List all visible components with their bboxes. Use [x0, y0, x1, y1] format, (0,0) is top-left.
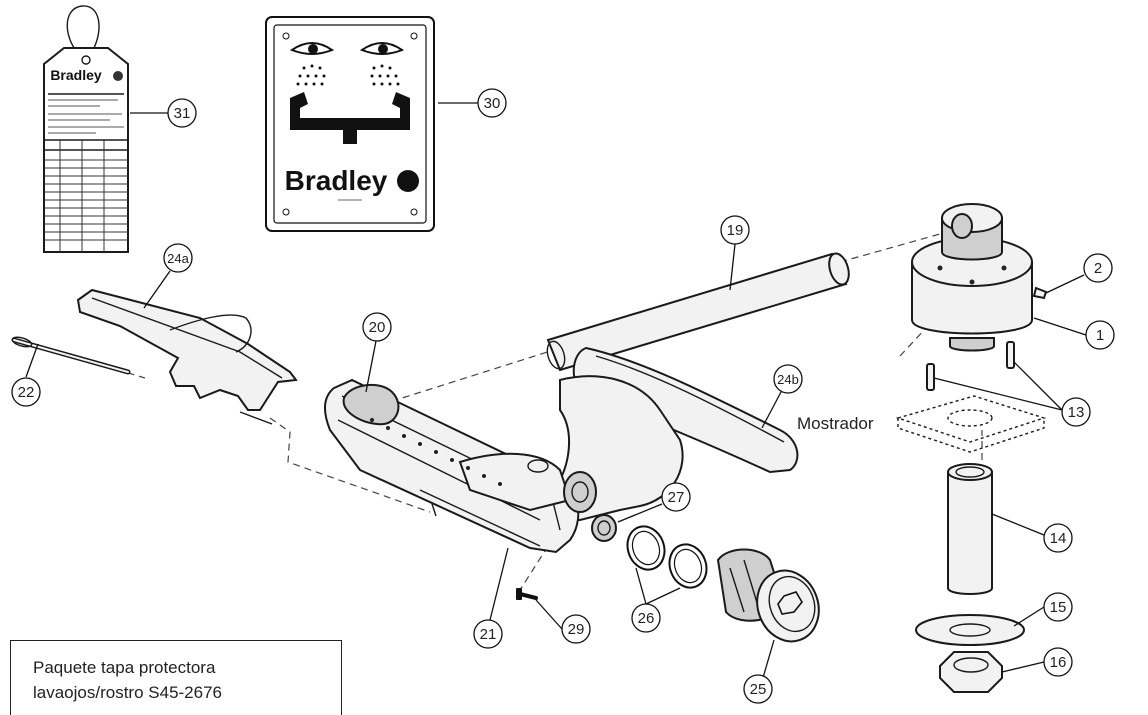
callout-15: 15: [1043, 592, 1073, 622]
callout-bubbles: 31 30 24a 22 20 19 2 1 24b 13 27 14 21 2…: [11, 88, 1115, 704]
svg-text:30: 30: [484, 95, 501, 112]
callout-26: 26: [631, 603, 661, 633]
svg-text:1: 1: [1096, 327, 1104, 344]
callout-21: 21: [473, 619, 503, 649]
inspection-tag: Bradley: [43, 5, 129, 253]
callout-29: 29: [561, 614, 591, 644]
callout-22: 22: [11, 377, 41, 407]
svg-text:22: 22: [18, 384, 35, 401]
callout-14: 14: [1043, 523, 1073, 553]
svg-text:2: 2: [1094, 260, 1102, 277]
callout-20: 20: [362, 312, 392, 342]
svg-text:26: 26: [638, 610, 655, 627]
svg-text:31: 31: [174, 105, 191, 122]
kit-note-line-1: Paquete tapa protectora: [33, 658, 216, 677]
supply-pipe-19: [546, 252, 850, 372]
tag-brand-logo: Bradley: [50, 67, 102, 83]
swivel-valve-body-1: [911, 203, 1048, 352]
callout-30: 30: [477, 88, 507, 118]
counter-top: [895, 395, 1047, 453]
callout-31: 31: [167, 98, 197, 128]
eyewash-sign: Bradley: [265, 16, 435, 232]
callout-16: 16: [1043, 647, 1073, 677]
svg-text:14: 14: [1050, 530, 1067, 547]
screw-29: [516, 588, 538, 600]
callout-19: 19: [720, 215, 750, 245]
svg-text:16: 16: [1050, 654, 1067, 671]
callout-1: 1: [1085, 320, 1115, 350]
callout-25: 25: [743, 674, 773, 704]
threaded-shank-14: [947, 463, 993, 595]
callout-24b: 24b: [773, 364, 803, 394]
counter-label: Mostrador: [797, 414, 874, 433]
callout-2: 2: [1083, 253, 1113, 283]
callout-13: 13: [1061, 397, 1091, 427]
svg-text:15: 15: [1050, 599, 1067, 616]
svg-text:24b: 24b: [777, 372, 799, 387]
callout-leaders: [25, 102, 1087, 689]
eyewash-head-assembly: [324, 346, 799, 554]
spray-shield-24a: [76, 288, 298, 425]
svg-text:29: 29: [568, 621, 585, 638]
hex-nut-16: [939, 651, 1003, 693]
washer-15: [915, 614, 1025, 646]
callout-27: 27: [661, 482, 691, 512]
flow-control-cap-25: [716, 548, 820, 643]
svg-text:21: 21: [480, 626, 497, 643]
kit-note-box: Paquete tapa protectora lavaojos/rostro …: [10, 640, 342, 715]
svg-text:25: 25: [750, 681, 767, 698]
kit-note-line-2: lavaojos/rostro S45-2676: [33, 683, 223, 702]
pivot-pin-22: [11, 336, 131, 375]
callout-24a: 24a: [163, 243, 193, 273]
svg-text:19: 19: [727, 222, 744, 239]
spacer-27: [591, 514, 617, 542]
svg-text:13: 13: [1068, 404, 1085, 421]
sign-brand-logo: Bradley: [285, 165, 388, 196]
o-rings-26: [626, 525, 708, 589]
svg-text:20: 20: [369, 319, 386, 336]
svg-text:27: 27: [668, 489, 685, 506]
alignment-pins-13: [926, 341, 1015, 391]
svg-text:24a: 24a: [167, 251, 189, 266]
